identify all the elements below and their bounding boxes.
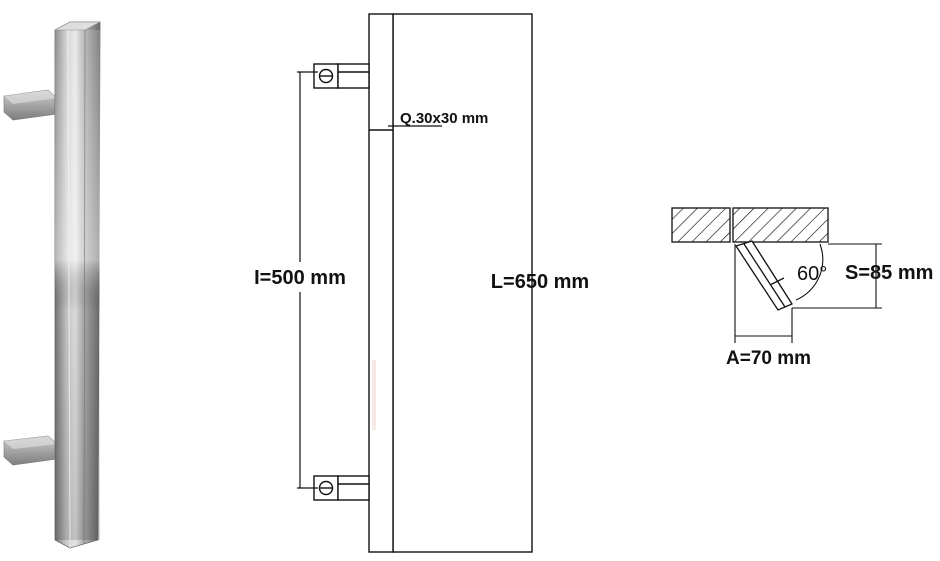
- side-detail-drawing: [671, 207, 882, 343]
- door-section-right: [732, 207, 829, 243]
- standoff-label: S=85 mm: [845, 262, 933, 284]
- offset-label: A=70 mm: [726, 348, 811, 369]
- angle-label: 60°: [797, 263, 827, 285]
- bar-profile: [368, 13, 394, 553]
- center-distance-label: I=500 mm: [254, 267, 346, 289]
- door-panel: [392, 13, 533, 553]
- square-section-label: Q.30x30 mm: [400, 110, 488, 127]
- angle-arc: [795, 243, 824, 301]
- handle-photo: [3, 21, 101, 549]
- total-length-label: L=650 mm: [491, 271, 589, 293]
- front-view-drawing: [297, 13, 533, 553]
- hole-icon: [318, 480, 334, 496]
- hole-icon: [318, 68, 334, 84]
- door-section-left: [671, 207, 731, 243]
